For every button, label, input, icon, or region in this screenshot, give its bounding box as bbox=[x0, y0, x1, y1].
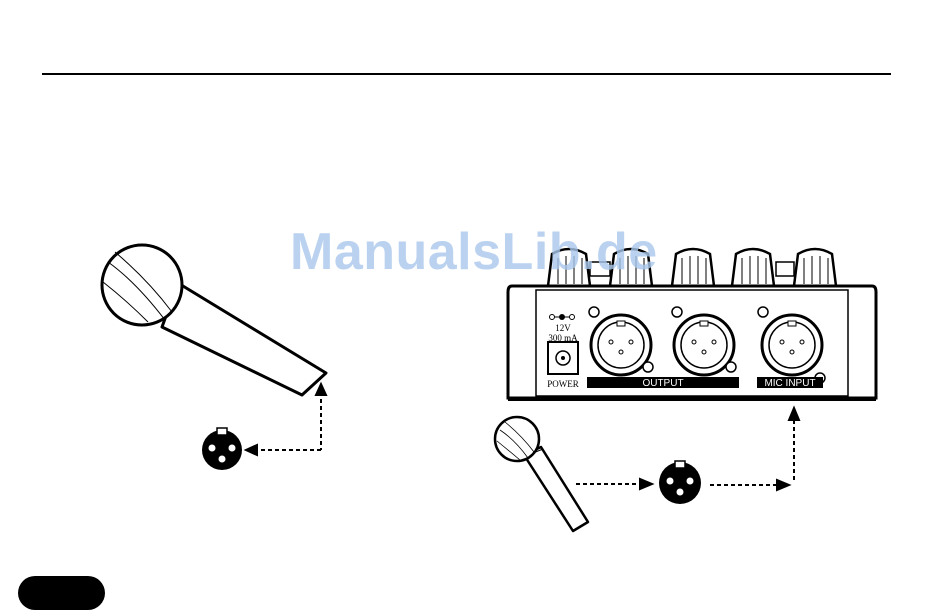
watermark: ManualsLib.de bbox=[290, 222, 658, 282]
arrow-small-mic-to-xlr bbox=[576, 479, 652, 489]
microphone-small-icon bbox=[495, 417, 588, 531]
output-label: OUTPUT bbox=[642, 378, 683, 389]
mic-input-label: MIC INPUT bbox=[764, 378, 815, 389]
power-current-label: 300 mA bbox=[548, 333, 578, 343]
page-number-tab bbox=[18, 576, 105, 610]
xlr-connector-right-icon bbox=[659, 461, 701, 504]
xlr-connector-left-icon bbox=[202, 428, 242, 470]
power-label: POWER bbox=[547, 379, 579, 389]
arrow-xlr-to-mic-input bbox=[710, 408, 799, 490]
arrow-mic-to-xlr bbox=[246, 384, 326, 455]
power-voltage-label: 12V bbox=[555, 323, 571, 333]
